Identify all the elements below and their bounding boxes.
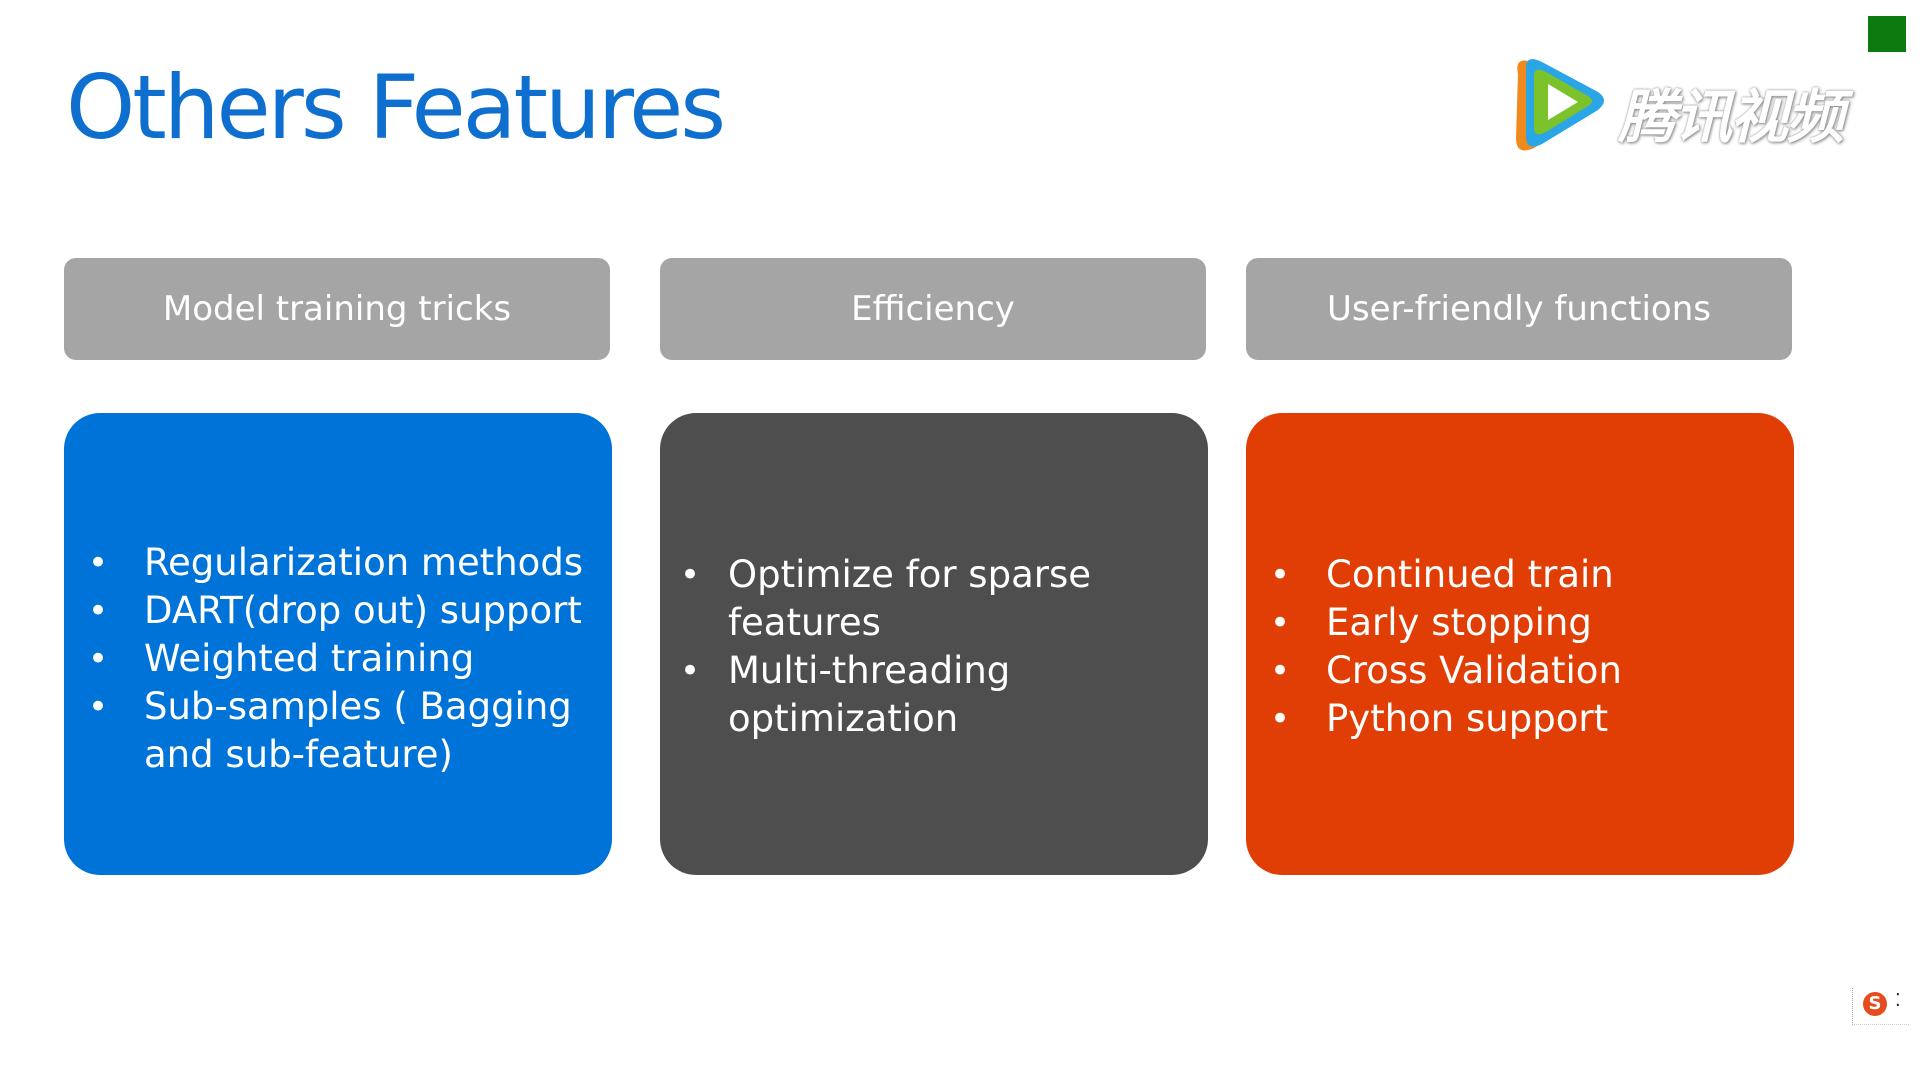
watermark-text: 腾讯视频 [1618, 83, 1844, 151]
list-item: Multi-threading optimization [660, 647, 1208, 743]
list-item: Sub-samples ( Bagging and sub-feature) [64, 683, 612, 779]
card-efficiency: Optimize for sparse features Multi-threa… [660, 413, 1208, 875]
sogou-ime-icon[interactable]: S [1863, 992, 1887, 1016]
ime-menu-icon[interactable]: ⁚ [1895, 990, 1901, 1011]
header-user-friendly-functions: User-friendly functions [1246, 258, 1792, 360]
header-model-training-tricks: Model training tricks [64, 258, 610, 360]
card-model-training-tricks: Regularization methods DART(drop out) su… [64, 413, 612, 875]
list-item: Continued train [1246, 551, 1794, 599]
green-square-icon [1868, 16, 1906, 52]
list-item: Regularization methods [64, 539, 612, 587]
feature-list: Optimize for sparse features Multi-threa… [660, 551, 1208, 743]
list-item: Python support [1246, 695, 1794, 743]
list-item: Weighted training [64, 635, 612, 683]
header-efficiency: Efficiency [660, 258, 1206, 360]
list-item: Optimize for sparse features [660, 551, 1208, 647]
ime-toolbar[interactable]: S ⁚ [1852, 988, 1909, 1025]
slide-title: Others Features [66, 56, 726, 159]
feature-list: Continued train Early stopping Cross Val… [1246, 551, 1794, 743]
tencent-video-watermark: 腾讯视频 [1504, 52, 1874, 162]
card-user-friendly-functions: Continued train Early stopping Cross Val… [1246, 413, 1794, 875]
list-item: Early stopping [1246, 599, 1794, 647]
list-item: DART(drop out) support [64, 587, 612, 635]
list-item: Cross Validation [1246, 647, 1794, 695]
play-icon [1516, 59, 1604, 151]
feature-list: Regularization methods DART(drop out) su… [64, 539, 612, 779]
